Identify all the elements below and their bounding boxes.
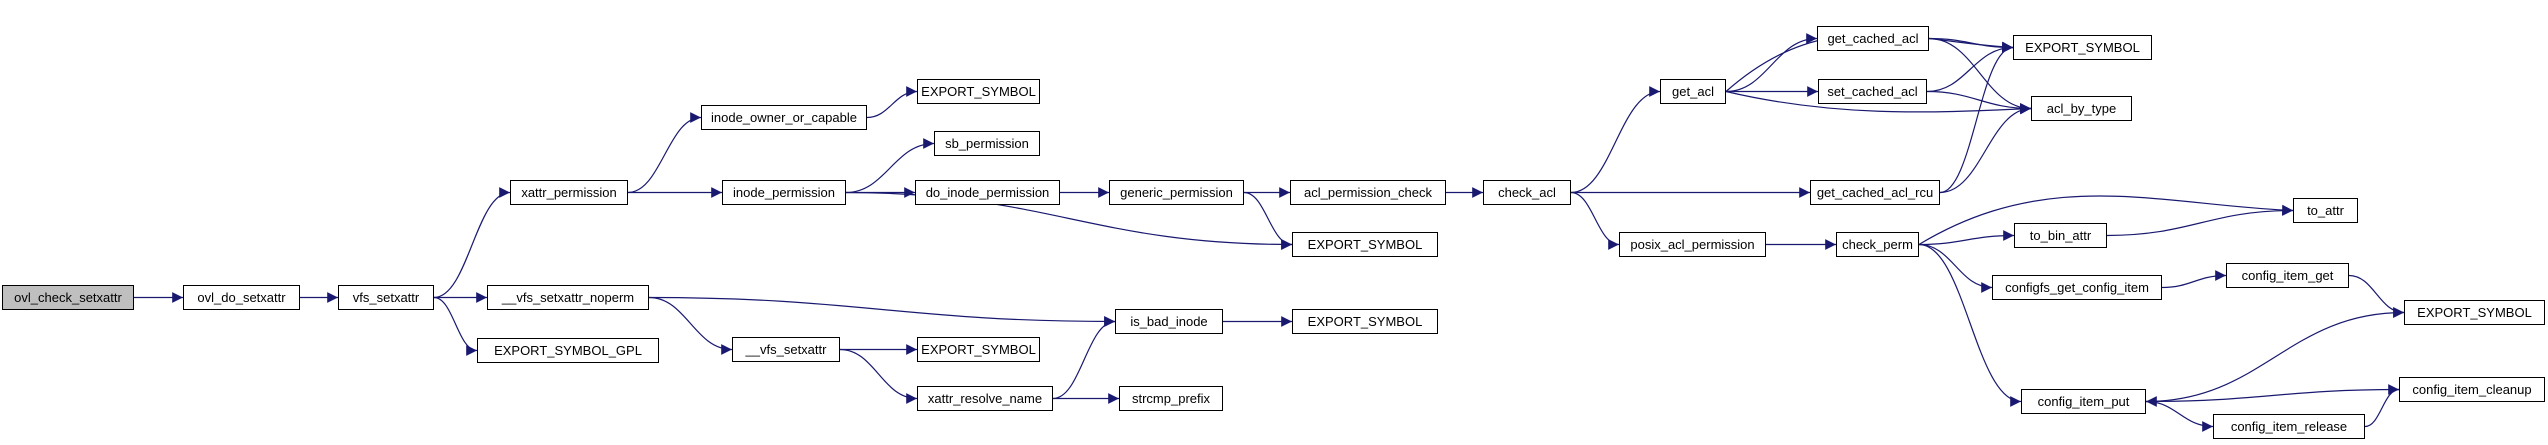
call-edge <box>1926 90 2032 114</box>
call-edge <box>1570 86 1661 194</box>
call-edge <box>2364 384 2400 428</box>
call-edge <box>2348 274 2405 318</box>
node-configfs-get-config-item[interactable]: configfs_get_config_item <box>1992 275 2162 300</box>
call-edge <box>2145 388 2400 407</box>
node-xattr-permission[interactable]: xattr_permission <box>510 180 628 205</box>
node-export-symbol[interactable]: EXPORT_SYMBOL <box>2404 300 2545 325</box>
node-acl-permission-check[interactable]: acl_permission_check <box>1290 180 1446 205</box>
node-is-bad-inode[interactable]: is_bad_inode <box>1115 309 1223 334</box>
node-inode-owner-or-capable[interactable]: inode_owner_or_capable <box>701 105 867 130</box>
node-check-perm[interactable]: check_perm <box>1836 232 1919 257</box>
node-vfs-setxattr-inner[interactable]: __vfs_setxattr <box>732 337 840 362</box>
call-edge <box>1918 243 1993 293</box>
node-posix-acl-permission[interactable]: posix_acl_permission <box>1619 232 1766 257</box>
node-acl-by-type[interactable]: acl_by_type <box>2031 96 2132 121</box>
node-export-symbol[interactable]: EXPORT_SYMBOL <box>1292 232 1438 257</box>
node-get-cached-acl-rcu[interactable]: get_cached_acl_rcu <box>1810 180 1940 205</box>
call-edge <box>433 187 511 299</box>
node-to-bin-attr[interactable]: to_bin_attr <box>2014 223 2107 248</box>
call-edge <box>2161 270 2227 289</box>
call-edge <box>1918 230 2015 246</box>
call-edge <box>845 138 935 194</box>
call-edge <box>627 112 702 194</box>
node-config-item-put[interactable]: config_item_put <box>2021 389 2146 414</box>
node-config-item-cleanup[interactable]: config_item_cleanup <box>2399 377 2545 402</box>
node-do-inode-permission[interactable]: do_inode_permission <box>915 180 1060 205</box>
node-ovl-do-setxattr[interactable]: ovl_do_setxattr <box>183 285 300 310</box>
call-edge <box>1918 243 2022 407</box>
node-export-symbol[interactable]: EXPORT_SYMBOL <box>917 337 1040 362</box>
call-edge <box>433 296 478 356</box>
node-strcmp-prefix[interactable]: strcmp_prefix <box>1119 386 1223 411</box>
call-edge <box>2145 307 2405 403</box>
node-sb-permission[interactable]: sb_permission <box>934 131 1040 156</box>
call-edge <box>1052 316 1116 400</box>
node-check-acl[interactable]: check_acl <box>1483 180 1571 205</box>
node-export-symbol[interactable]: EXPORT_SYMBOL <box>917 79 1040 104</box>
call-edge <box>1243 191 1293 250</box>
node-vfs-setxattr-noperm[interactable]: __vfs_setxattr_noperm <box>487 285 649 310</box>
call-edge <box>1918 195 2294 246</box>
node-get-cached-acl[interactable]: get_cached_acl <box>1817 26 1929 51</box>
node-export-symbol[interactable]: EXPORT_SYMBOL <box>2013 35 2152 60</box>
node-config-item-get[interactable]: config_item_get <box>2226 263 2349 288</box>
call-edge <box>2145 400 2214 432</box>
node-ovl-check-setxattr: ovl_check_setxattr <box>2 285 134 310</box>
node-xattr-resolve-name[interactable]: xattr_resolve_name <box>917 386 1053 411</box>
node-export-symbol-gpl[interactable]: EXPORT_SYMBOL_GPL <box>477 338 659 363</box>
node-inode-permission[interactable]: inode_permission <box>722 180 846 205</box>
node-generic-permission[interactable]: generic_permission <box>1109 180 1244 205</box>
node-export-symbol[interactable]: EXPORT_SYMBOL <box>1292 309 1438 334</box>
call-edge <box>1570 191 1620 250</box>
call-edge <box>1725 90 2032 115</box>
call-edge <box>1926 42 2014 93</box>
node-vfs-setxattr[interactable]: vfs_setxattr <box>338 285 434 310</box>
call-edge <box>2106 205 2294 237</box>
call-edge <box>648 296 1116 327</box>
node-config-item-release[interactable]: config_item_release <box>2213 414 2365 439</box>
call-edge <box>1939 42 2014 194</box>
call-edge <box>1725 33 1818 93</box>
call-edge <box>1928 37 2032 114</box>
call-edge <box>1939 103 2032 194</box>
node-set-cached-acl[interactable]: set_cached_acl <box>1818 79 1927 104</box>
node-get-acl[interactable]: get_acl <box>1660 79 1726 104</box>
call-edge <box>866 86 918 119</box>
node-to-attr[interactable]: to_attr <box>2293 198 2358 223</box>
call-edge <box>839 348 918 404</box>
call-edge <box>648 296 733 355</box>
